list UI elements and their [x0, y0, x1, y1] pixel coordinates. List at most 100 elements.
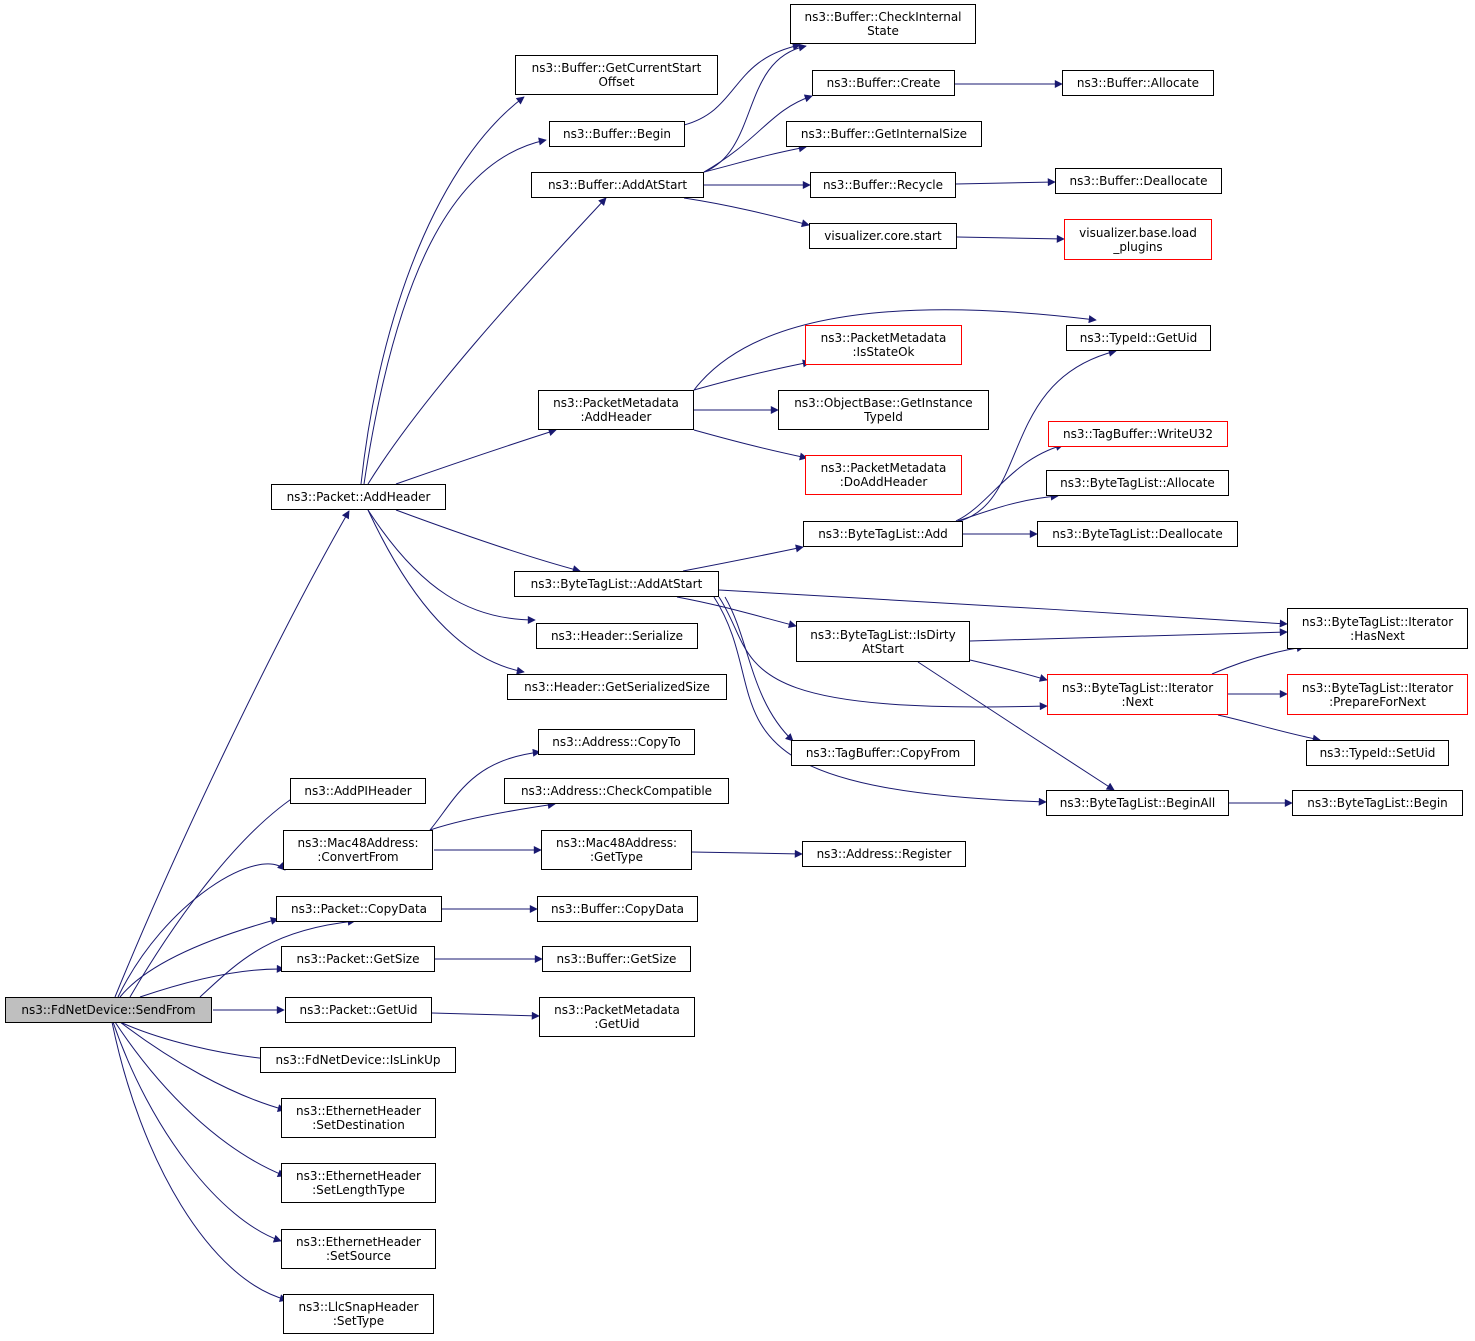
node-buf-allocate[interactable]: ns3::Buffer::Allocate [1062, 70, 1214, 96]
node-label: ns3::Mac48Address: [556, 836, 677, 850]
node-vis-loadplugins[interactable]: visualizer.base.load_plugins [1064, 219, 1212, 260]
node-label: ns3::Mac48Address: [297, 836, 419, 850]
node-label: ns3::FdNetDevice::SendFrom [21, 1003, 196, 1017]
node-label: :ConvertFrom [317, 850, 399, 864]
node-label: visualizer.core.start [824, 229, 942, 243]
node-llc-settype[interactable]: ns3::LlcSnapHeader:SetType [283, 1294, 434, 1334]
node-addpiheader[interactable]: ns3::AddPIHeader [290, 778, 426, 804]
node-label: ns3::FdNetDevice::IsLinkUp [275, 1053, 441, 1067]
node-btl-allocate[interactable]: ns3::ByteTagList::Allocate [1046, 470, 1229, 496]
node-btl-dealloc[interactable]: ns3::ByteTagList::Deallocate [1037, 521, 1238, 547]
call-edge [119, 1021, 279, 1064]
call-edge [367, 509, 525, 675]
node-pkt-addheader[interactable]: ns3::Packet::AddHeader [271, 484, 446, 510]
node-tb-copyfrom[interactable]: ns3::TagBuffer::CopyFrom [791, 740, 975, 766]
node-buf-create[interactable]: ns3::Buffer::Create [812, 70, 955, 96]
node-label: AtStart [861, 641, 905, 656]
call-edge [955, 178, 1056, 187]
node-mac48-gettype[interactable]: ns3::Mac48Address::GetType [541, 830, 692, 870]
node-label: ns3::Buffer::Create [826, 76, 941, 90]
node-pkt-copydata[interactable]: ns3::Packet::CopyData [276, 896, 442, 922]
node-label: :PrepareForNext [1329, 694, 1426, 709]
node-hdr-serialize[interactable]: ns3::Header::Serialize [536, 623, 698, 649]
node-label: :IsStateOk [852, 345, 915, 359]
node-label: ns3::Header::Serialize [550, 629, 684, 643]
call-edge [429, 801, 556, 831]
node-btl-it-hasnext[interactable]: ns3::ByteTagList::Iterator:HasNext [1287, 608, 1468, 649]
node-label: ns3::PacketMetadata [553, 396, 679, 410]
node-label: _plugins [1113, 239, 1163, 254]
node-addr-register[interactable]: ns3::Address::Register [802, 841, 966, 867]
node-btl-beginall[interactable]: ns3::ByteTagList::BeginAll [1046, 790, 1229, 816]
node-hdr-getss[interactable]: ns3::Header::GetSerializedSize [507, 674, 727, 700]
call-edge [724, 596, 794, 742]
node-buf-copydata[interactable]: ns3::Buffer::CopyData [537, 896, 698, 922]
call-edge [676, 596, 797, 629]
call-edge [683, 42, 801, 126]
node-pm-isstateok[interactable]: ns3::PacketMetadata:IsStateOk [805, 325, 962, 365]
node-btl-it-prep[interactable]: ns3::ByteTagList::Iterator:PrepareForNex… [1287, 674, 1468, 715]
node-label: visualizer.base.load [1079, 225, 1197, 240]
node-pm-doaddheader[interactable]: ns3::PacketMetadata:DoAddHeader [805, 455, 962, 495]
call-edge [1217, 714, 1321, 743]
node-label: ns3::ByteTagList::BeginAll [1059, 796, 1216, 810]
node-label: :SetLengthType [312, 1183, 405, 1197]
node-buf-getsize[interactable]: ns3::Buffer::GetSize [542, 946, 691, 972]
node-btl-begin[interactable]: ns3::ByteTagList::Begin [1292, 790, 1463, 816]
call-edge [117, 862, 286, 998]
node-label: ns3::Packet::GetUid [299, 1003, 418, 1017]
node-btl-it-next[interactable]: ns3::ByteTagList::Iterator:Next [1047, 674, 1228, 715]
node-fd-islinkup[interactable]: ns3::FdNetDevice::IsLinkUp [260, 1047, 456, 1073]
node-label: ns3::Buffer::CheckInternal [804, 10, 962, 24]
node-sendfrom: ns3::FdNetDevice::SendFrom [5, 997, 212, 1023]
node-label: ns3::Packet::CopyData [290, 902, 427, 916]
node-eth-setlen[interactable]: ns3::EthernetHeader:SetLengthType [281, 1163, 436, 1203]
call-edge [718, 596, 1048, 711]
node-vis-start[interactable]: visualizer.core.start [809, 223, 957, 249]
call-edge [119, 1021, 286, 1112]
node-typeid-getuid[interactable]: ns3::TypeId::GetUid [1066, 325, 1211, 351]
node-typeid-setuid[interactable]: ns3::TypeId::SetUid [1306, 740, 1449, 766]
call-edge [367, 197, 607, 485]
node-tb-writeu32[interactable]: ns3::TagBuffer::WriteU32 [1048, 421, 1228, 447]
node-buf-getintsize[interactable]: ns3::Buffer::GetInternalSize [786, 121, 982, 147]
node-addr-checkcompat[interactable]: ns3::Address::CheckCompatible [504, 778, 729, 804]
node-label: ns3::ByteTagList::Add [818, 527, 948, 541]
node-buf-addatstart[interactable]: ns3::Buffer::AddAtStart [531, 172, 704, 198]
call-edge [703, 144, 807, 173]
call-edge [693, 359, 811, 391]
node-label: :HasNext [1350, 628, 1405, 643]
node-eth-setdest[interactable]: ns3::EthernetHeader:SetDestination [281, 1098, 436, 1138]
call-edge [969, 659, 1048, 682]
node-buf-recycle[interactable]: ns3::Buffer::Recycle [810, 172, 956, 198]
node-buf-dealloc[interactable]: ns3::Buffer::Deallocate [1055, 168, 1222, 194]
node-label: ns3::LlcSnapHeader [298, 1300, 419, 1314]
call-edge [693, 309, 1097, 391]
node-btl-add[interactable]: ns3::ByteTagList::Add [803, 521, 963, 547]
node-label: ns3::ByteTagList::AddAtStart [530, 577, 703, 591]
call-edge [959, 348, 1117, 522]
node-label: ns3::Buffer::AddAtStart [547, 178, 688, 192]
node-buf-begin[interactable]: ns3::Buffer::Begin [549, 121, 685, 147]
node-pkt-getsize[interactable]: ns3::Packet::GetSize [281, 946, 435, 972]
node-label: ns3::Buffer::Begin [562, 127, 672, 141]
node-eth-setsrc[interactable]: ns3::EthernetHeader:SetSource [281, 1229, 436, 1269]
node-addr-copyto[interactable]: ns3::Address::CopyTo [538, 729, 695, 755]
node-label: ns3::EthernetHeader [296, 1235, 421, 1249]
node-btl-addatstart[interactable]: ns3::ByteTagList::AddAtStart [514, 571, 719, 597]
node-pm-getuid[interactable]: ns3::PacketMetadata:GetUid [539, 997, 695, 1037]
node-label: ns3::TagBuffer::CopyFrom [805, 746, 961, 760]
node-pm-addheader[interactable]: ns3::PacketMetadata:AddHeader [538, 390, 694, 430]
node-label: State [867, 24, 899, 38]
node-label: ns3::Address::CopyTo [552, 735, 681, 749]
node-pkt-getuid[interactable]: ns3::Packet::GetUid [285, 997, 432, 1023]
node-mac48-convert[interactable]: ns3::Mac48Address::ConvertFrom [283, 830, 433, 870]
node-label: ns3::TypeId::SetUid [1319, 746, 1436, 760]
node-label: :GetType [590, 850, 643, 864]
